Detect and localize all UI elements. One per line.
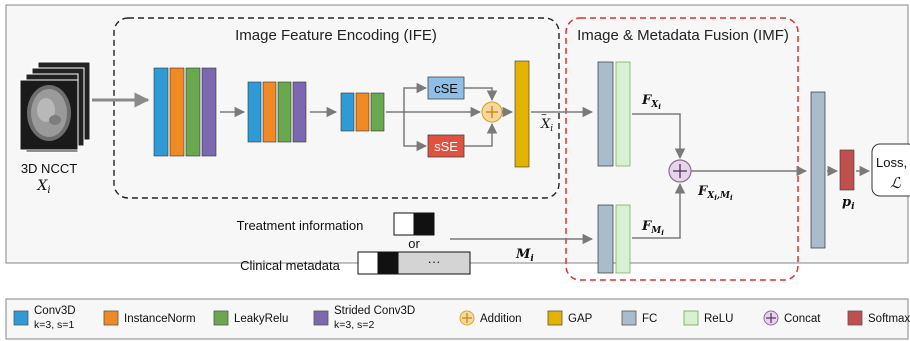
treatment-cell-1: [393, 212, 415, 236]
legend-item-fc: FC: [621, 310, 657, 326]
legend-swatch-softmax: [847, 310, 863, 326]
legend-label-leakyrelu: LeakyRelu: [234, 313, 288, 325]
clinical-cell-1: [357, 251, 379, 275]
legend-swatch-relu: [683, 310, 699, 326]
encoder-block-2: [247, 81, 307, 143]
softmax-block: [839, 149, 855, 191]
clinical-cell-rest: [397, 251, 471, 275]
cse-block: [427, 76, 465, 100]
arrow-fc-concat: [632, 113, 686, 160]
legend-item-addition: Addition: [459, 310, 522, 326]
f-fused-variable: FXi,Mi: [697, 184, 733, 202]
gap-block: [514, 60, 530, 168]
ife-title: Image Feature Encoding (IFE): [235, 27, 437, 44]
addition-node: [481, 101, 503, 123]
legend-label-conv3d: Conv3D: [34, 305, 76, 317]
loss-label: Loss,: [876, 155, 907, 170]
input-label: 3D NCCT: [21, 161, 77, 176]
legend-item-strided-conv3d: Strided Conv3D k=3, s=2: [313, 305, 415, 331]
legend-label-fc: FC: [642, 313, 657, 325]
imf-box: [565, 17, 799, 281]
legend-label-instancenorm: InstanceNorm: [124, 313, 196, 325]
or-label: or: [408, 236, 420, 251]
ife-box: [113, 17, 560, 199]
treatment-cell-2: [413, 212, 435, 236]
legend-swatch-gap: [547, 310, 563, 326]
legend-item-concat: Concat: [763, 310, 821, 326]
legend-swatch-leakyrelu: [213, 310, 229, 326]
legend-item-conv3d: Conv3D k=3, s=1: [13, 305, 76, 331]
ct-image-stack: [19, 61, 91, 153]
legend-swatch-instancenorm: [103, 310, 119, 326]
tilde-mark: ~: [541, 110, 547, 121]
loss-symbol: ℒ: [890, 174, 902, 192]
legend-item-relu: ReLU: [683, 310, 733, 326]
input-variable: Xi: [36, 178, 50, 196]
legend-swatch-fc: [621, 310, 637, 326]
f-image-variable: FXi: [641, 93, 661, 111]
legend: Conv3D k=3, s=1 InstanceNorm LeakyRelu Strid…: [13, 305, 910, 331]
legend-label-softmax: Softmax: [868, 313, 910, 325]
sse-label: sSE: [434, 139, 458, 154]
relu-image: [615, 61, 631, 167]
imf-title: Image & Metadata Fusion (IMF): [577, 27, 789, 44]
legend-item-leakyrelu: LeakyRelu: [213, 310, 288, 326]
legend-item-gap: GAP: [547, 310, 593, 326]
legend-item-softmax: Softmax: [847, 310, 910, 326]
fc-final: [810, 91, 826, 249]
clinical-cell-2: [377, 251, 399, 275]
encoder-block-3: [340, 92, 385, 132]
legend-item-instancenorm: InstanceNorm: [103, 310, 196, 326]
legend-sublabel-strided-conv3d: k=3, s=2: [334, 319, 374, 331]
m-variable: Mi: [515, 247, 534, 264]
legend-label-concat: Concat: [784, 313, 821, 325]
attention-branches: [386, 82, 498, 152]
legend-swatch-symbol: [462, 313, 472, 323]
loss-box: [871, 143, 910, 197]
clinical-label: Clinical metadata: [240, 258, 340, 273]
fc-metadata: [597, 204, 614, 274]
fc-image: [597, 61, 614, 167]
gap-output-variable: Xi: [540, 117, 553, 134]
legend-label-strided-conv3d: Strided Conv3D: [334, 305, 415, 317]
encoder-block-1: [153, 67, 217, 157]
cse-label: cSE: [434, 81, 458, 96]
p-variable: pi: [842, 195, 855, 212]
treatment-label: Treatment information: [237, 218, 364, 233]
legend-label-addition: Addition: [480, 313, 522, 325]
legend-swatch-symbol: [766, 313, 776, 323]
legend-swatch-conv3d: [13, 310, 29, 326]
legend-sublabel-conv3d: k=3, s=1: [34, 319, 74, 331]
f-meta-variable: FMi: [641, 219, 664, 237]
legend-panel: [5, 298, 909, 340]
legend-label-relu: ReLU: [704, 313, 733, 325]
clinical-ellipsis: ···: [428, 254, 441, 269]
concat-node: [668, 159, 692, 183]
relu-metadata: [615, 204, 631, 274]
sse-block: [427, 134, 465, 158]
legend-label-gap: GAP: [568, 313, 593, 325]
legend-swatch-strided-conv3d: [313, 310, 329, 326]
arrow-meta-concat: [632, 182, 686, 239]
